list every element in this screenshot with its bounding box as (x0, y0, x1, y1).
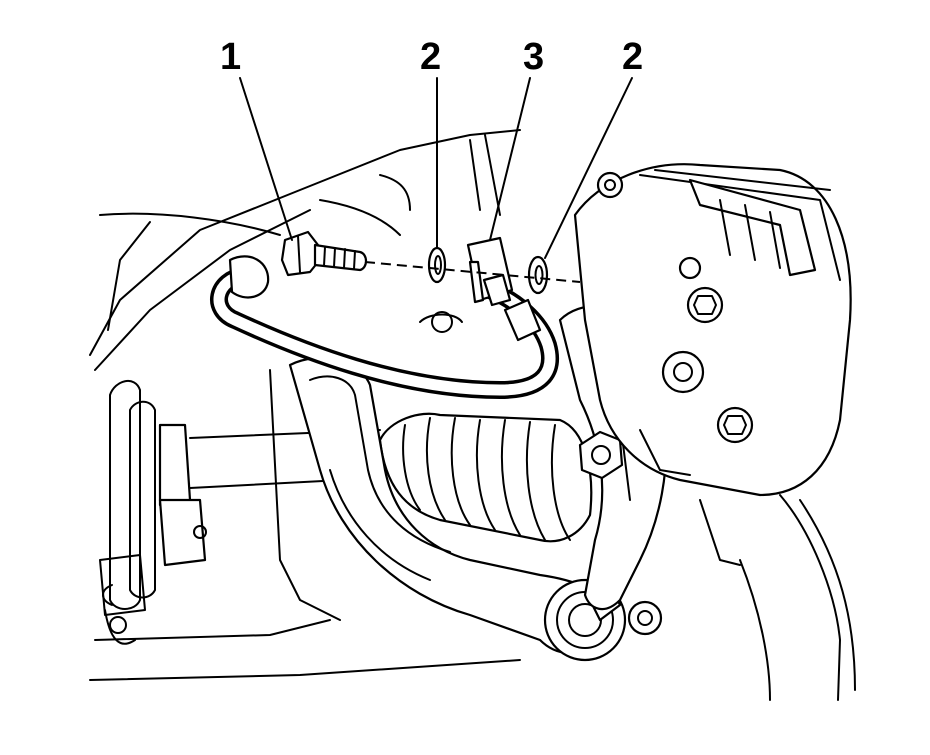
cv-boot (378, 412, 593, 543)
brake-hose (210, 255, 559, 399)
sealing-washer-left (427, 246, 447, 284)
brake-hose-fitting (466, 236, 514, 307)
caliper-bolt-3 (716, 406, 754, 444)
frame-mount (99, 380, 207, 645)
callout-2-right: 2 (622, 36, 644, 78)
brake-rotor (699, 494, 856, 701)
sealing-washer-right (527, 255, 549, 295)
callout-2-left: 2 (420, 36, 442, 78)
callout-1: 1 (220, 36, 242, 78)
caliper-bolt-2 (661, 350, 705, 394)
assembly-centerline (364, 261, 581, 283)
callout-3: 3 (523, 36, 545, 78)
body-structure (89, 129, 521, 681)
leader-lines (239, 77, 633, 259)
brake-hose-bolt (280, 230, 368, 277)
caliper-bolt-1 (686, 286, 724, 324)
brake-caliper (573, 163, 852, 497)
